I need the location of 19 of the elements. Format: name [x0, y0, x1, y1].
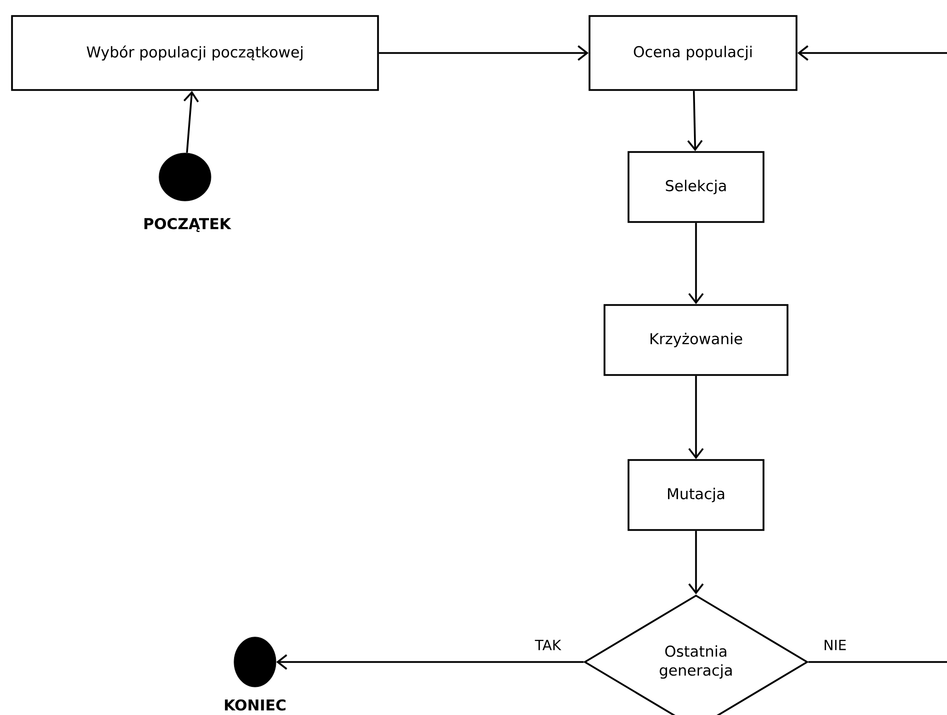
terminal-label: POCZĄTEK	[144, 218, 232, 232]
process-box: Wybór populacji początkowej	[11, 15, 379, 91]
edge-label: TAK	[534, 640, 562, 650]
process-box: Krzyżowanie	[604, 304, 788, 376]
arrow	[687, 90, 703, 152]
start-end-dot	[234, 636, 276, 688]
arrow	[378, 45, 589, 61]
arrow	[688, 376, 704, 460]
edge-label: NIE	[824, 640, 846, 650]
process-box: Ocena populacji	[588, 15, 798, 91]
terminal-label: KONIEC	[224, 699, 286, 711]
arrow	[183, 90, 199, 153]
process-box: Selekcja	[628, 151, 764, 223]
start-end-dot	[158, 152, 212, 202]
arrow	[688, 222, 704, 304]
process-box: Mutacja	[628, 459, 764, 531]
arrow	[797, 45, 947, 61]
arrow	[688, 530, 704, 594]
arrow	[276, 654, 584, 670]
